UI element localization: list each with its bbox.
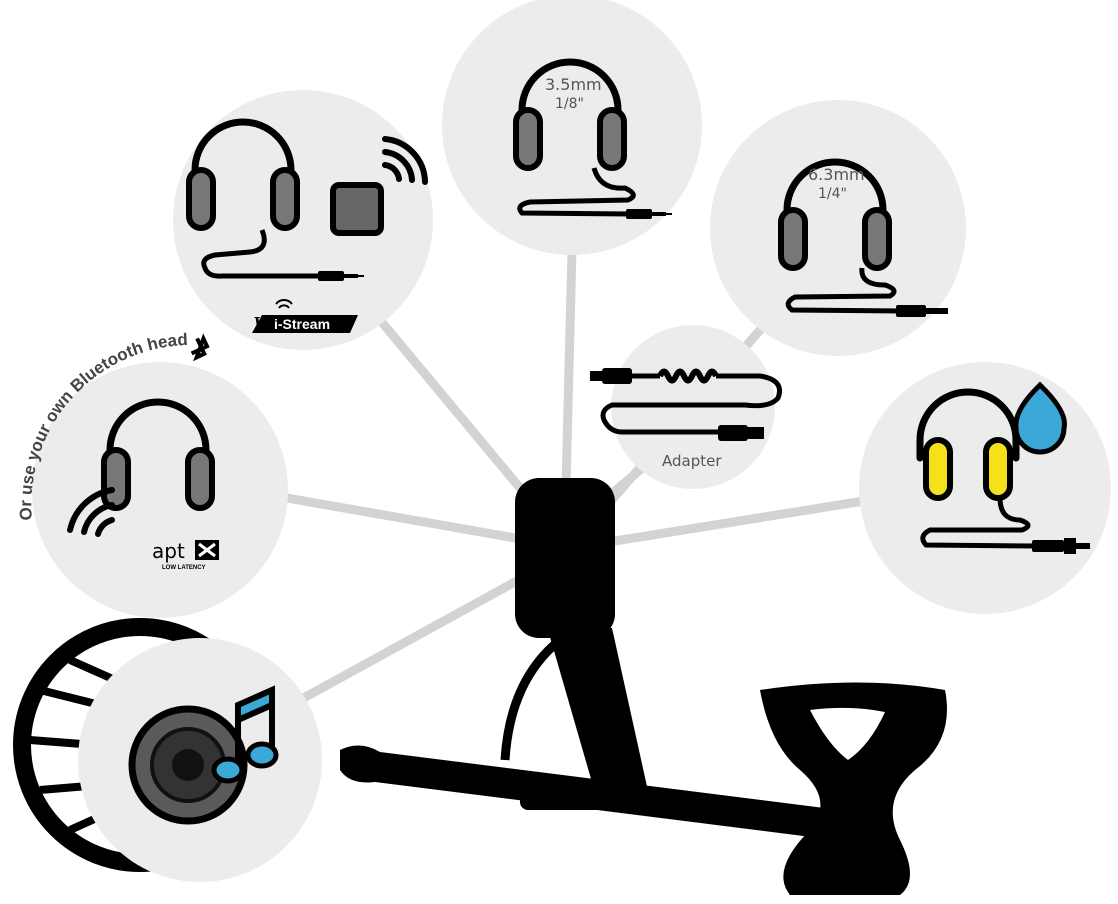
size-1-8-inch: 1/8" xyxy=(555,96,584,112)
spoke-bluetooth xyxy=(270,495,555,545)
spoke-waterproof xyxy=(590,500,870,545)
option-circle-3-5mm xyxy=(442,0,702,255)
aptx-text: apt xyxy=(152,539,185,563)
wireless-module-icon xyxy=(333,185,381,233)
option-circle-6-3mm xyxy=(710,100,966,356)
size-6-3mm: 6.3mm xyxy=(808,165,865,184)
size-3-5mm: 3.5mm xyxy=(545,75,602,94)
aptx-sub: LOW LATENCY xyxy=(162,565,206,571)
adapter-label: Adapter xyxy=(662,452,722,470)
svg-text:W: W xyxy=(253,313,272,335)
wi-stream-text: i-Stream xyxy=(274,316,330,332)
bluetooth-icon xyxy=(191,337,209,360)
size-1-4-inch: 1/4" xyxy=(818,186,847,202)
